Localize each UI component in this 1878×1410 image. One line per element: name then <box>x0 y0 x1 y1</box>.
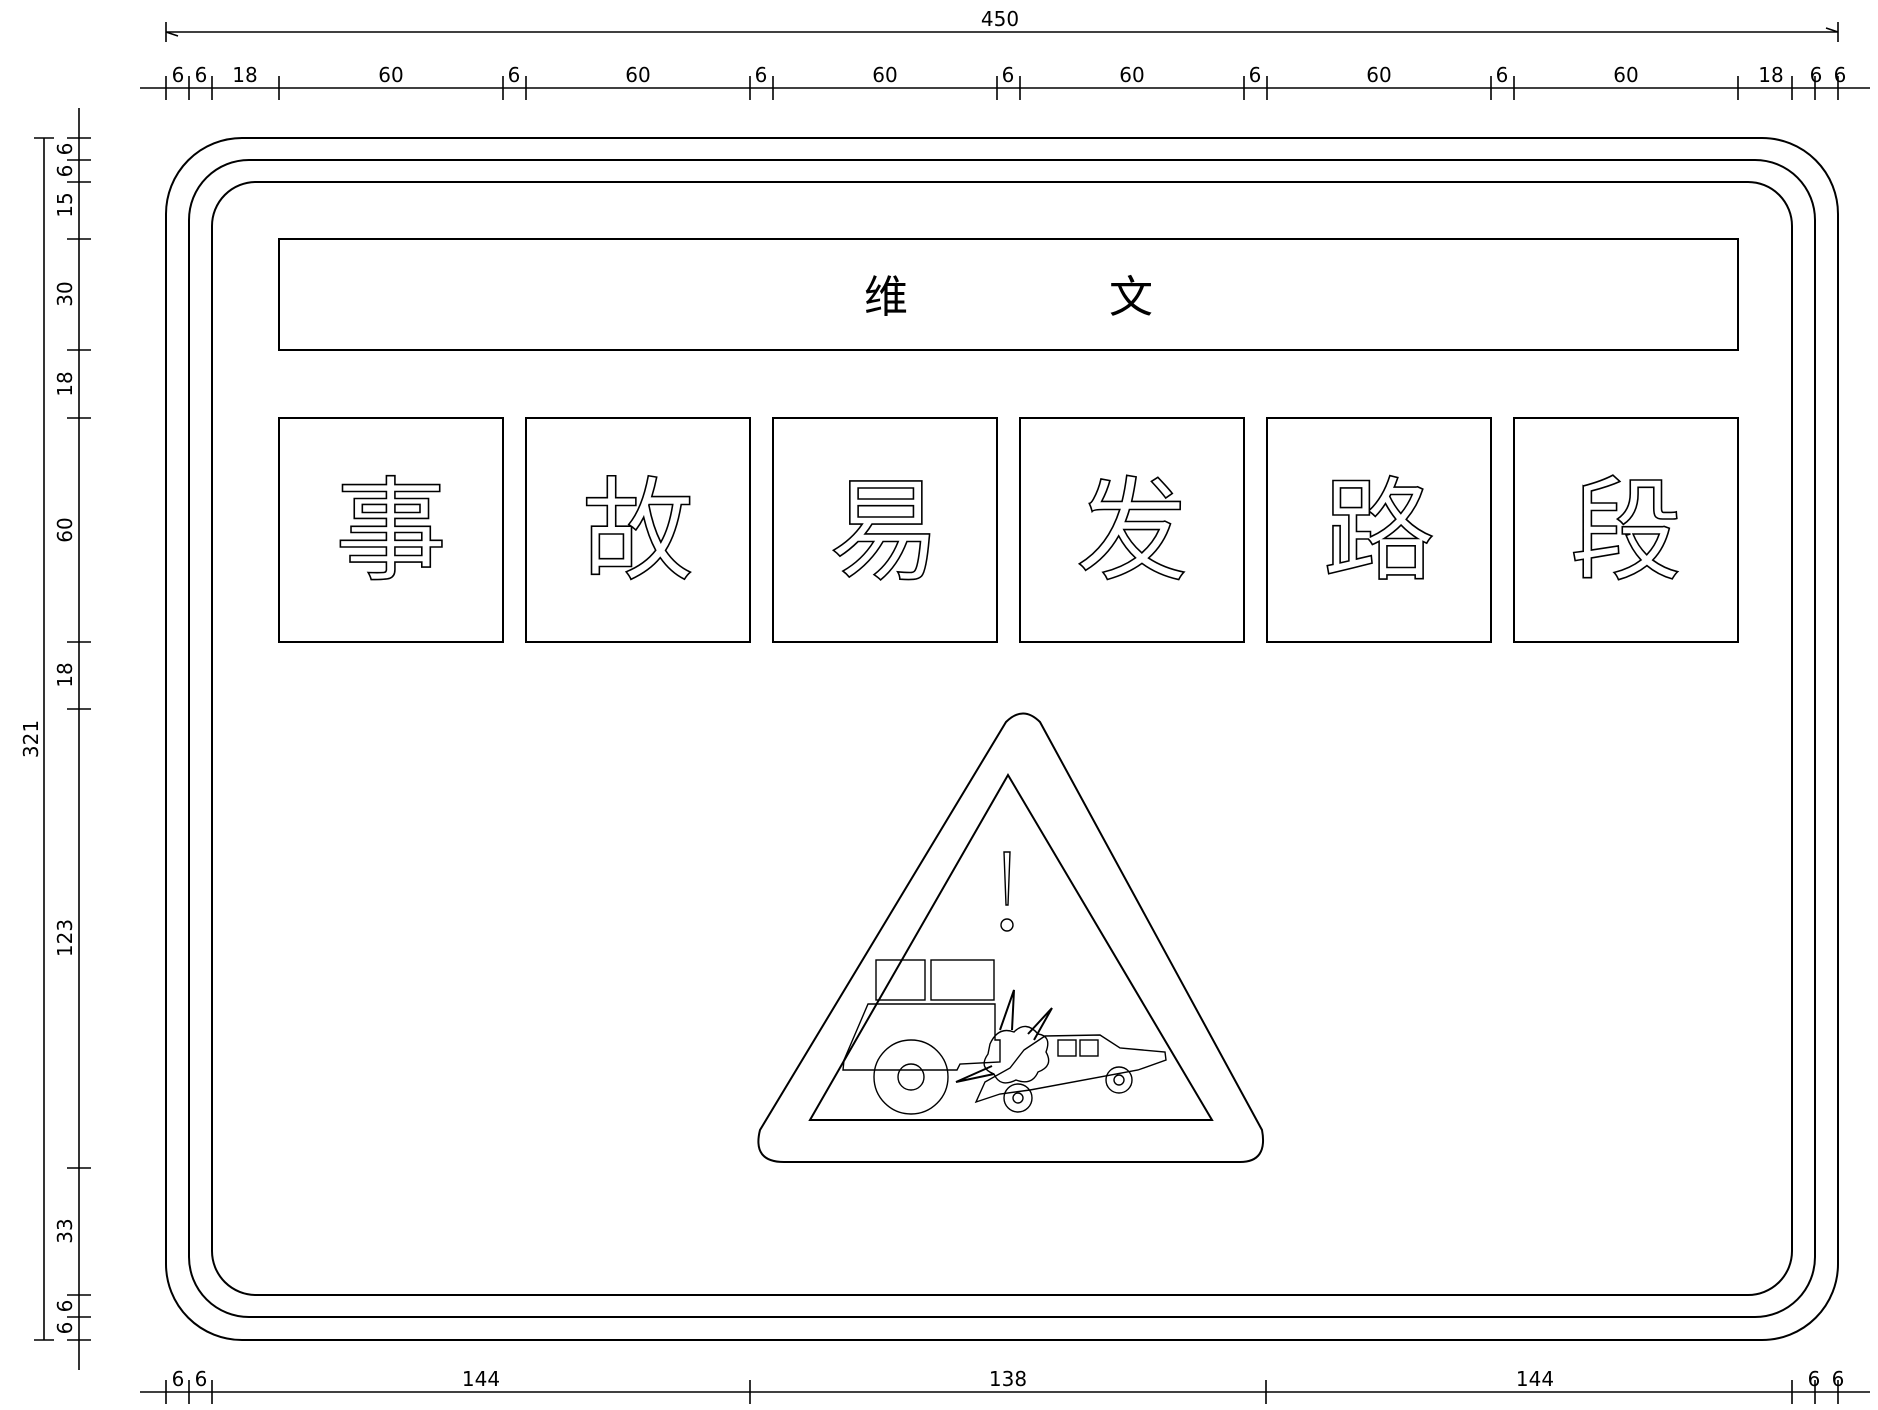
character-row: 事 故 易 发 路 段 <box>278 417 1739 643</box>
char-box-1 <box>278 417 504 643</box>
dim-top-seg-14: 60 <box>1613 63 1638 87</box>
sign-outline <box>165 137 1839 1341</box>
dim-left-seg-1: 6 <box>53 143 77 156</box>
dim-left-seg-6: 60 <box>53 517 77 542</box>
truck-icon <box>842 959 1001 1115</box>
dim-top-seg-16: 6 <box>1810 63 1823 87</box>
dim-left-seg-8: 123 <box>53 919 77 957</box>
header-left-char: 维 <box>864 272 908 323</box>
char-box-2 <box>525 417 751 643</box>
dim-left-seg-10: 6 <box>53 1300 77 1313</box>
dim-left-seg-9: 33 <box>53 1218 77 1243</box>
dimension-top-segments: 6 6 18 60 6 60 6 60 6 60 6 60 6 60 18 6 … <box>140 63 1870 100</box>
char-4: 发 <box>1076 467 1188 597</box>
dim-bottom-seg-3: 144 <box>462 1367 500 1391</box>
dim-bottom-seg-2: 6 <box>195 1367 208 1391</box>
dim-top-seg-2: 6 <box>195 63 208 87</box>
char-box-6 <box>1513 417 1739 643</box>
dim-bottom-seg-4: 138 <box>989 1367 1027 1391</box>
char-6: 段 <box>1570 467 1682 597</box>
dim-left-total-label: 321 <box>19 720 43 758</box>
dimension-left-segments: 6 6 15 30 18 60 18 123 33 6 6 <box>53 108 91 1370</box>
dim-top-seg-12: 60 <box>1366 63 1391 87</box>
dim-top-seg-17: 6 <box>1834 63 1847 87</box>
car-icon <box>974 1034 1167 1113</box>
dim-bottom-seg-6: 6 <box>1808 1367 1821 1391</box>
dim-top-seg-10: 60 <box>1119 63 1144 87</box>
dim-top-seg-3: 18 <box>232 63 257 87</box>
accident-warning-triangle-icon <box>757 712 1264 1163</box>
dim-bottom-seg-1: 6 <box>172 1367 185 1391</box>
header-right-char: 文 <box>1109 272 1153 323</box>
header-panel: 维 文 <box>278 238 1739 351</box>
dim-top-seg-5: 6 <box>508 63 521 87</box>
dim-left-seg-7: 18 <box>53 662 77 687</box>
dim-top-seg-4: 60 <box>378 63 403 87</box>
char-box-4 <box>1019 417 1245 643</box>
dim-left-seg-4: 30 <box>53 281 77 306</box>
collision-burst-icon <box>955 989 1053 1084</box>
char-5: 路 <box>1323 467 1435 597</box>
dim-top-seg-13: 6 <box>1496 63 1509 87</box>
dim-top-total-label: 450 <box>981 7 1019 31</box>
dim-left-seg-2: 6 <box>53 165 77 178</box>
char-box-5 <box>1266 417 1492 643</box>
dim-top-seg-6: 60 <box>625 63 650 87</box>
char-3: 易 <box>829 467 941 597</box>
dim-top-seg-15: 18 <box>1758 63 1783 87</box>
dim-top-seg-1: 6 <box>172 63 185 87</box>
dim-top-seg-9: 6 <box>1002 63 1015 87</box>
dim-bottom-seg-7: 6 <box>1832 1367 1845 1391</box>
char-box-3 <box>772 417 998 643</box>
dimension-top-total: 450 <box>165 7 1839 42</box>
dim-bottom-seg-5: 144 <box>1516 1367 1554 1391</box>
char-1: 事 <box>335 467 447 597</box>
char-2: 故 <box>582 467 694 597</box>
dim-top-seg-11: 6 <box>1249 63 1262 87</box>
dim-left-seg-3: 15 <box>53 192 77 217</box>
dim-top-seg-7: 6 <box>755 63 768 87</box>
dimension-bottom-segments: 6 6 144 138 144 6 6 <box>140 1367 1870 1404</box>
dim-top-seg-8: 60 <box>872 63 897 87</box>
dim-left-seg-5: 18 <box>53 371 77 396</box>
dim-left-seg-11: 6 <box>53 1322 77 1335</box>
dimension-left-total: 321 <box>19 137 54 1341</box>
